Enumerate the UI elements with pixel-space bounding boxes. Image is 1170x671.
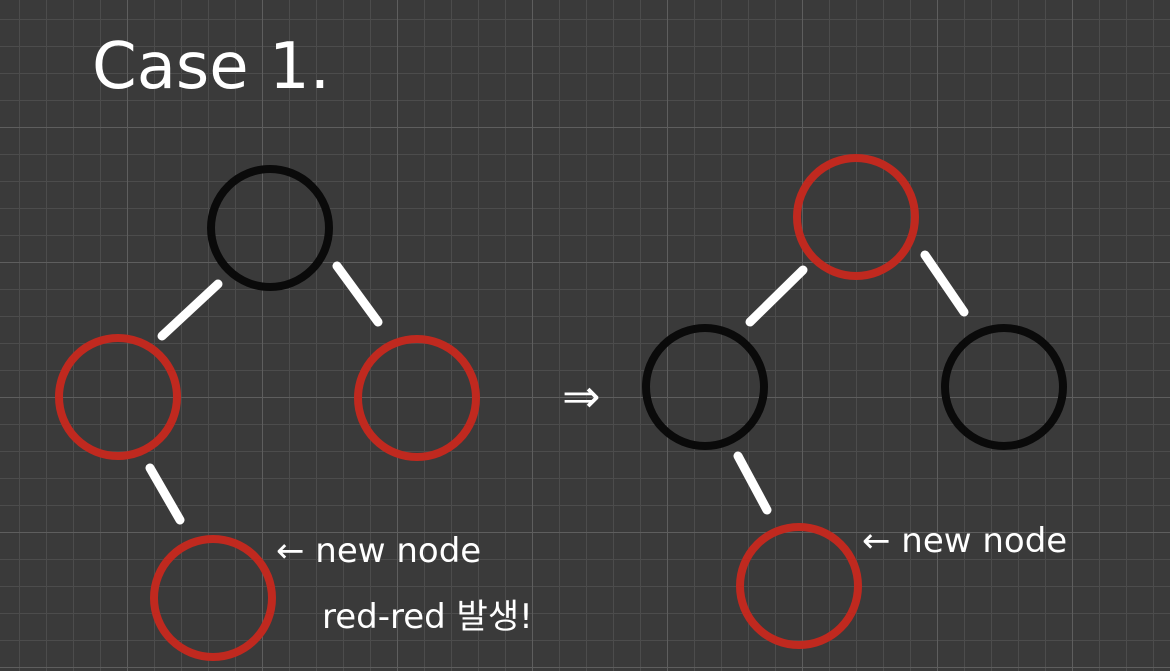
- transition-arrow-icon: ⇒: [562, 369, 601, 423]
- left-edge-root-to-left: [157, 279, 223, 341]
- left-root-node-black: [207, 165, 333, 291]
- right-edge-left-to-new: [733, 451, 772, 515]
- left-tree: ← new node red-red 발생!: [55, 165, 533, 661]
- right-edge-root-to-right: [920, 250, 969, 317]
- right-left-child-node-black: [642, 324, 768, 450]
- right-new-node-red: [736, 523, 862, 649]
- red-red-warning-annotation: red-red 발생!: [322, 597, 533, 637]
- left-edge-left-to-new: [145, 463, 185, 525]
- right-new-node-annotation: ← new node: [862, 521, 1067, 561]
- left-child-node-red: [55, 334, 181, 460]
- right-root-node-red: [793, 154, 919, 280]
- right-tree: ← new node: [642, 154, 1067, 649]
- right-edge-root-to-left: [745, 265, 808, 327]
- right-child-node-red: [354, 335, 480, 461]
- left-edge-root-to-right: [332, 261, 383, 327]
- right-right-child-node-black: [941, 324, 1067, 450]
- page-title: Case 1.: [92, 30, 330, 104]
- new-node-annotation: ← new node: [276, 531, 481, 571]
- new-node-red: [150, 535, 276, 661]
